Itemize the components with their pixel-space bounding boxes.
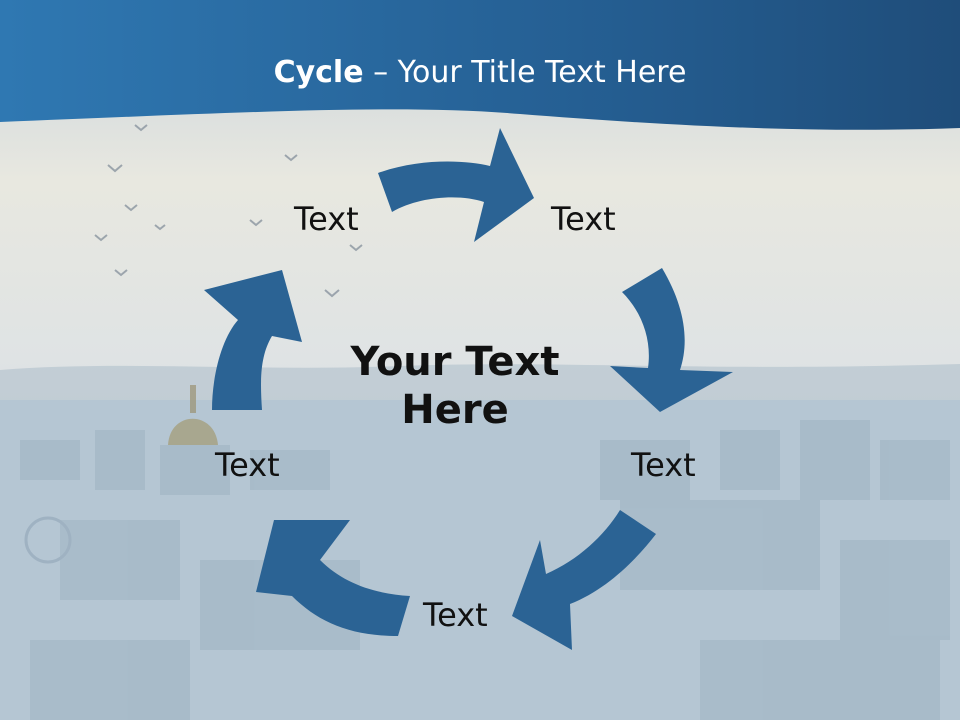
center-text-line1: Your Text: [350, 339, 560, 385]
title-rest: – Your Title Text Here: [363, 55, 687, 90]
cycle-node-label: Text: [551, 200, 616, 238]
cycle-arrow-top: [378, 128, 534, 242]
cycle-arrow-bottom-left: [256, 520, 410, 636]
title-bold: Cycle: [273, 55, 364, 90]
center-text: Your Text Here: [330, 338, 580, 434]
cycle-node-label: Text: [294, 200, 359, 238]
center-text-line2: Here: [401, 387, 509, 433]
cycle-arrow-bottom-right: [512, 510, 656, 650]
cycle-node-label: Text: [423, 596, 488, 634]
slide-title: Cycle – Your Title Text Here: [0, 55, 960, 90]
cycle-node-label: Text: [631, 446, 696, 484]
cycle-arrow-right: [610, 268, 733, 412]
cycle-node-label: Text: [215, 446, 280, 484]
cycle-arrow-left: [204, 270, 302, 410]
